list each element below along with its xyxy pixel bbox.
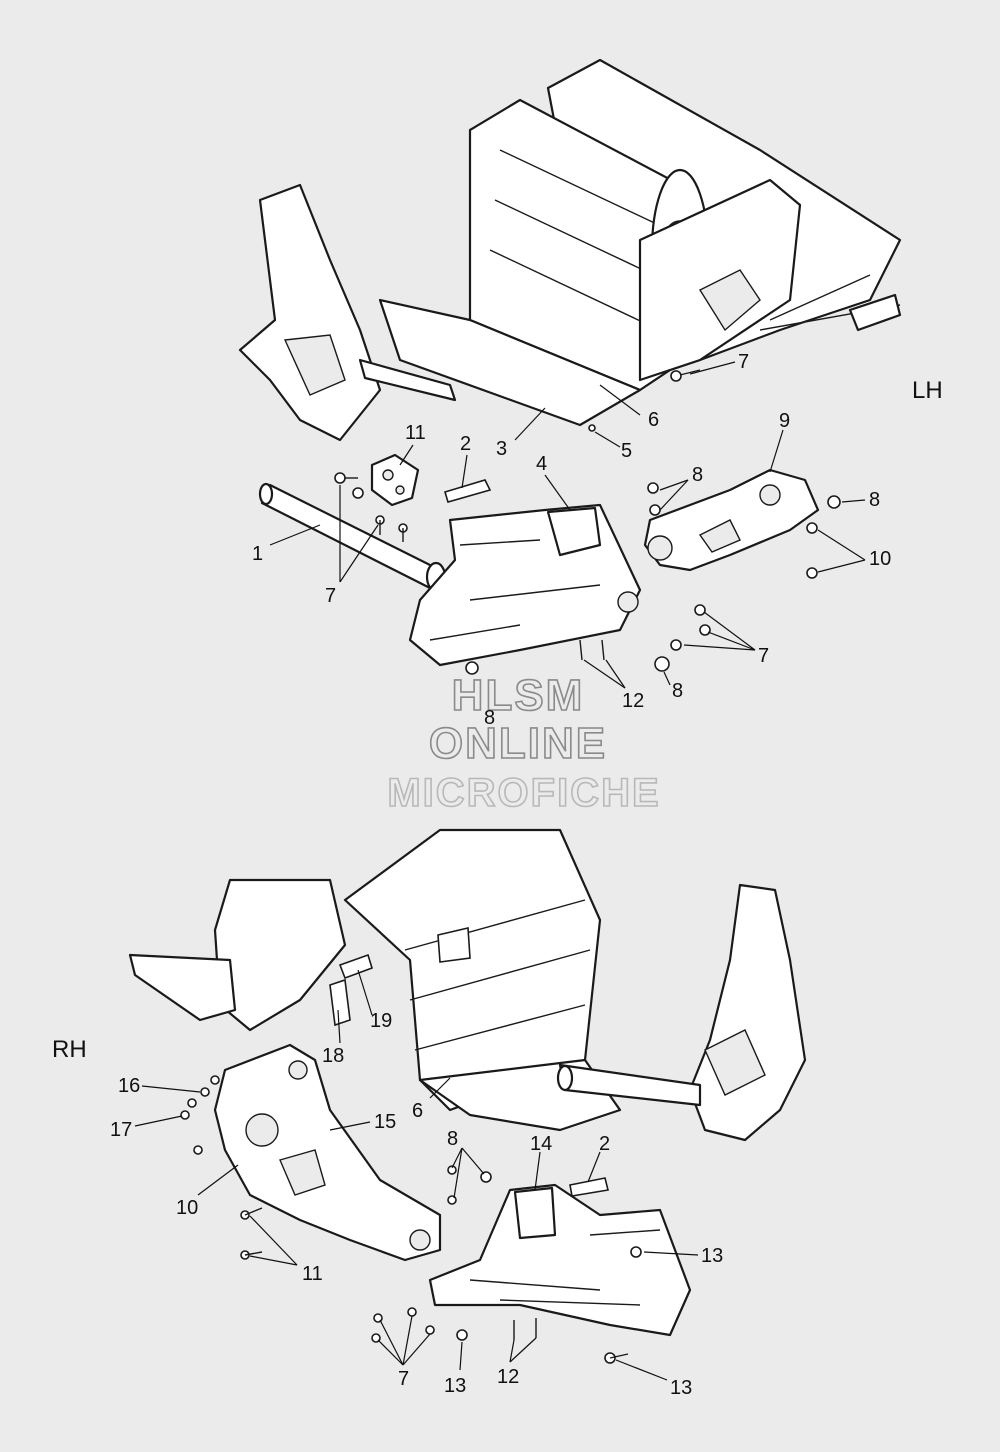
callout-label: 16 xyxy=(118,1075,140,1097)
callout-label: 3 xyxy=(496,438,507,460)
callout-label: 4 xyxy=(536,453,547,475)
nut-8 xyxy=(649,504,661,516)
watermark-line-3: MICROFICHE xyxy=(387,771,660,815)
part-2-clip-top xyxy=(444,479,492,503)
bottom-hardware xyxy=(180,1075,642,1364)
callout-label: 18 xyxy=(322,1045,344,1067)
bottom-front-arm-cutout xyxy=(704,1029,766,1096)
top-front-arm xyxy=(238,183,382,442)
bolt-13 xyxy=(456,1329,468,1341)
callout-label: 7 xyxy=(325,585,336,607)
top-frame-assembly xyxy=(238,58,902,442)
callouts-bottom: 19 18 6 16 17 15 10 8 2 14 13 11 7 13 12… xyxy=(110,1010,723,1399)
nut-8 xyxy=(654,656,670,672)
part-2-clip-bottom xyxy=(569,1177,609,1197)
callout-label: 13 xyxy=(701,1245,723,1267)
top-hardware xyxy=(334,369,841,675)
top-side-plate-cutout xyxy=(698,269,761,332)
bolt-7-top xyxy=(670,370,682,382)
callout-label: 19 xyxy=(370,1010,392,1032)
bolt-13 xyxy=(630,1246,642,1258)
callout-label: 8 xyxy=(692,464,703,486)
callout-label: 6 xyxy=(648,409,659,431)
callout-label: 11 xyxy=(405,422,426,444)
nut-8 xyxy=(827,495,841,509)
nut-8 xyxy=(480,1171,492,1183)
top-cross-tube xyxy=(358,358,457,402)
callout-label: 8 xyxy=(672,680,683,702)
top-bottom-pan xyxy=(378,298,642,427)
callouts-top: 7 6 5 3 2 11 4 9 8 8 8 10 1 7 7 12 8 8 xyxy=(252,351,891,729)
part-4-crossmember xyxy=(408,503,642,667)
top-front-arm-cutout xyxy=(283,334,346,396)
callout-label: 13 xyxy=(670,1377,692,1399)
bottom-rh-side-plate xyxy=(213,878,347,1032)
washer-17 xyxy=(180,1110,190,1120)
callout-label: 12 xyxy=(497,1366,519,1388)
bottom-frame-assembly xyxy=(128,828,807,1142)
leader-lines xyxy=(134,361,866,1381)
callout-label: 13 xyxy=(444,1375,466,1397)
watermark: HLSM ONLINE MICROFICHE xyxy=(387,670,660,816)
part-15-rh-bracket xyxy=(213,1043,442,1262)
callout-label: 15 xyxy=(374,1111,396,1133)
callout-label: 5 xyxy=(621,440,632,462)
watermark-line-2: ONLINE xyxy=(429,719,607,768)
bottom-bulkhead-latch xyxy=(437,927,471,963)
callout-label: 14 xyxy=(530,1133,552,1155)
part-18-clip xyxy=(329,978,351,1027)
bottom-bulkhead-ribs xyxy=(404,899,591,1051)
callout-label: 7 xyxy=(398,1368,409,1390)
callout-label: 10 xyxy=(176,1197,198,1219)
callout-label: 10 xyxy=(869,548,891,570)
bottom-front-arm xyxy=(688,883,807,1142)
callout-label: 7 xyxy=(738,351,749,373)
nut-16 xyxy=(200,1087,210,1097)
callout-label: 17 xyxy=(110,1119,132,1141)
top-rail-end-bracket xyxy=(848,293,902,332)
callout-label: 8 xyxy=(869,489,880,511)
part-11-bracket-top xyxy=(370,453,420,507)
callout-label: 6 xyxy=(412,1100,423,1122)
nut-8 xyxy=(647,482,659,494)
nut-8 xyxy=(465,661,479,675)
bolt-10 xyxy=(806,567,818,579)
bottom-footrest-plate xyxy=(128,953,237,1022)
callout-label: 11 xyxy=(302,1263,323,1285)
callout-label: 2 xyxy=(599,1133,610,1155)
bolt-10 xyxy=(806,522,818,534)
bolt-5 xyxy=(588,424,596,432)
part-19-clip xyxy=(338,953,373,980)
nut-8 xyxy=(447,1165,457,1175)
side-label-lh: LH xyxy=(912,377,943,404)
callout-label: 9 xyxy=(779,410,790,432)
callout-label: 1 xyxy=(252,543,263,565)
part-14-crossmember xyxy=(428,1183,692,1337)
watermark-line-1: HLSM xyxy=(452,671,585,720)
callout-label: 7 xyxy=(758,645,769,667)
callout-label: 2 xyxy=(460,433,471,455)
side-label-rh: RH xyxy=(52,1036,87,1063)
callout-label: 12 xyxy=(622,690,644,712)
part-9-lh-bracket xyxy=(643,468,820,572)
callout-label: 8 xyxy=(484,707,495,729)
callout-label: 8 xyxy=(447,1128,458,1150)
